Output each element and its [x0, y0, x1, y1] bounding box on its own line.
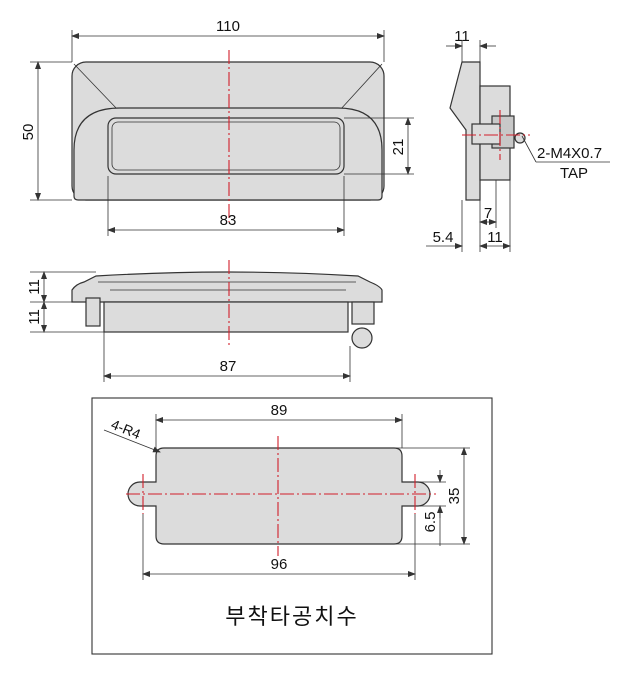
top-right-screw — [351, 327, 373, 349]
dim-7: 7 — [484, 205, 492, 222]
top-body — [103, 301, 349, 333]
tap-label: 2-M4X0.7 — [537, 145, 602, 162]
mounting-cutout-panel: 89 4-R4 96 35 6.5 부착타공치수 — [91, 397, 493, 655]
cutout-shape — [127, 447, 431, 545]
dim-side-11: 11 — [487, 229, 503, 246]
dim-top-width: 87 — [220, 358, 237, 375]
dim-hole-span: 96 — [271, 556, 288, 573]
top-flange — [71, 271, 383, 303]
dim-recess-width: 83 — [220, 212, 237, 229]
cutout-title: 부착타공치수 — [225, 605, 358, 630]
top-left-boss — [85, 297, 101, 327]
dim-cutout-width: 89 — [271, 402, 288, 419]
front-view: 110 50 83 21 — [20, 18, 414, 236]
dim-top-lower: 11 — [26, 309, 43, 325]
handle-recess — [107, 117, 345, 175]
dim-overall-width: 110 — [216, 18, 240, 35]
dim-slot-width: 6.5 — [422, 512, 439, 533]
dim-overall-height: 50 — [20, 124, 37, 141]
side-view: 11 2-M4X0.7 TAP 7 5.4 11 — [426, 28, 610, 252]
dim-recess-height: 21 — [390, 139, 407, 156]
top-view: 11 11 87 — [26, 260, 383, 382]
dim-5-4: 5.4 — [433, 229, 454, 246]
top-right-boss — [351, 301, 375, 325]
dim-side-top: 11 — [454, 28, 470, 45]
cutout-frame — [91, 397, 493, 655]
tap-sub-label: TAP — [560, 165, 588, 182]
dim-top-upper: 11 — [26, 279, 43, 295]
dim-cutout-height: 35 — [446, 488, 463, 505]
